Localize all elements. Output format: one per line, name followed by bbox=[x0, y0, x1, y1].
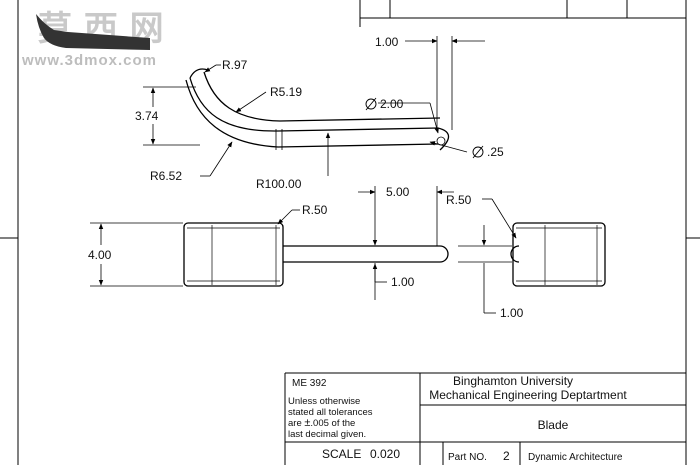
side-view-blade bbox=[183, 222, 449, 287]
svg-text:2.00: 2.00 bbox=[380, 97, 404, 111]
tolerance-note-line4: last decimal given. bbox=[288, 429, 366, 440]
dim-diameter-small: .25 bbox=[472, 145, 504, 159]
watermark: 莫 西 网 www.3dmox.com bbox=[21, 9, 164, 69]
dim-blade-length: 5.00 bbox=[386, 185, 410, 199]
dim-blade-thickness: 1.00 bbox=[391, 275, 415, 289]
tolerance-note-line2: stated all tolerances bbox=[288, 407, 373, 418]
dim-end-thickness: 1.00 bbox=[500, 306, 524, 320]
dim-inner-radius: R5.19 bbox=[270, 85, 302, 99]
dim-end-corner-radius: R.50 bbox=[446, 193, 472, 207]
tolerance-note-line1: Unless otherwise bbox=[288, 396, 360, 407]
part-name: Blade bbox=[538, 418, 569, 432]
tolerance-note-line3: are ±.005 of the bbox=[288, 417, 355, 429]
university-name: Binghamton University bbox=[453, 374, 573, 388]
title-block bbox=[284, 372, 686, 465]
side-view-dimensions bbox=[90, 186, 517, 314]
blade-logo-icon bbox=[36, 14, 150, 50]
dim-outer-radius: R6.52 bbox=[150, 169, 182, 183]
assembly-name: Dynamic Architecture bbox=[528, 452, 623, 463]
top-view-blade bbox=[185, 68, 450, 151]
top-view-dimensions bbox=[143, 36, 485, 177]
svg-text:.25: .25 bbox=[487, 145, 504, 159]
dim-diameter-large: 2.00 bbox=[365, 97, 404, 111]
department-name: Mechanical Engineering Deptartment bbox=[429, 388, 627, 402]
part-number-label: Part NO. bbox=[448, 452, 487, 463]
scale-label: SCALE bbox=[322, 447, 361, 461]
watermark-url: www.3dmox.com bbox=[21, 52, 157, 69]
course-code: ME 392 bbox=[292, 378, 327, 389]
scale-value: 0.020 bbox=[370, 447, 400, 461]
part-number-value: 2 bbox=[503, 449, 510, 463]
end-view-blade bbox=[510, 222, 606, 287]
dim-tip-radius: R.97 bbox=[222, 58, 248, 72]
dim-side-corner-radius: R.50 bbox=[302, 203, 328, 217]
dim-large-radius: R100.00 bbox=[256, 177, 302, 191]
dim-curve-height: 3.74 bbox=[135, 109, 159, 123]
dim-side-height: 4.00 bbox=[88, 248, 112, 262]
dim-top-width: 1.00 bbox=[375, 35, 399, 49]
